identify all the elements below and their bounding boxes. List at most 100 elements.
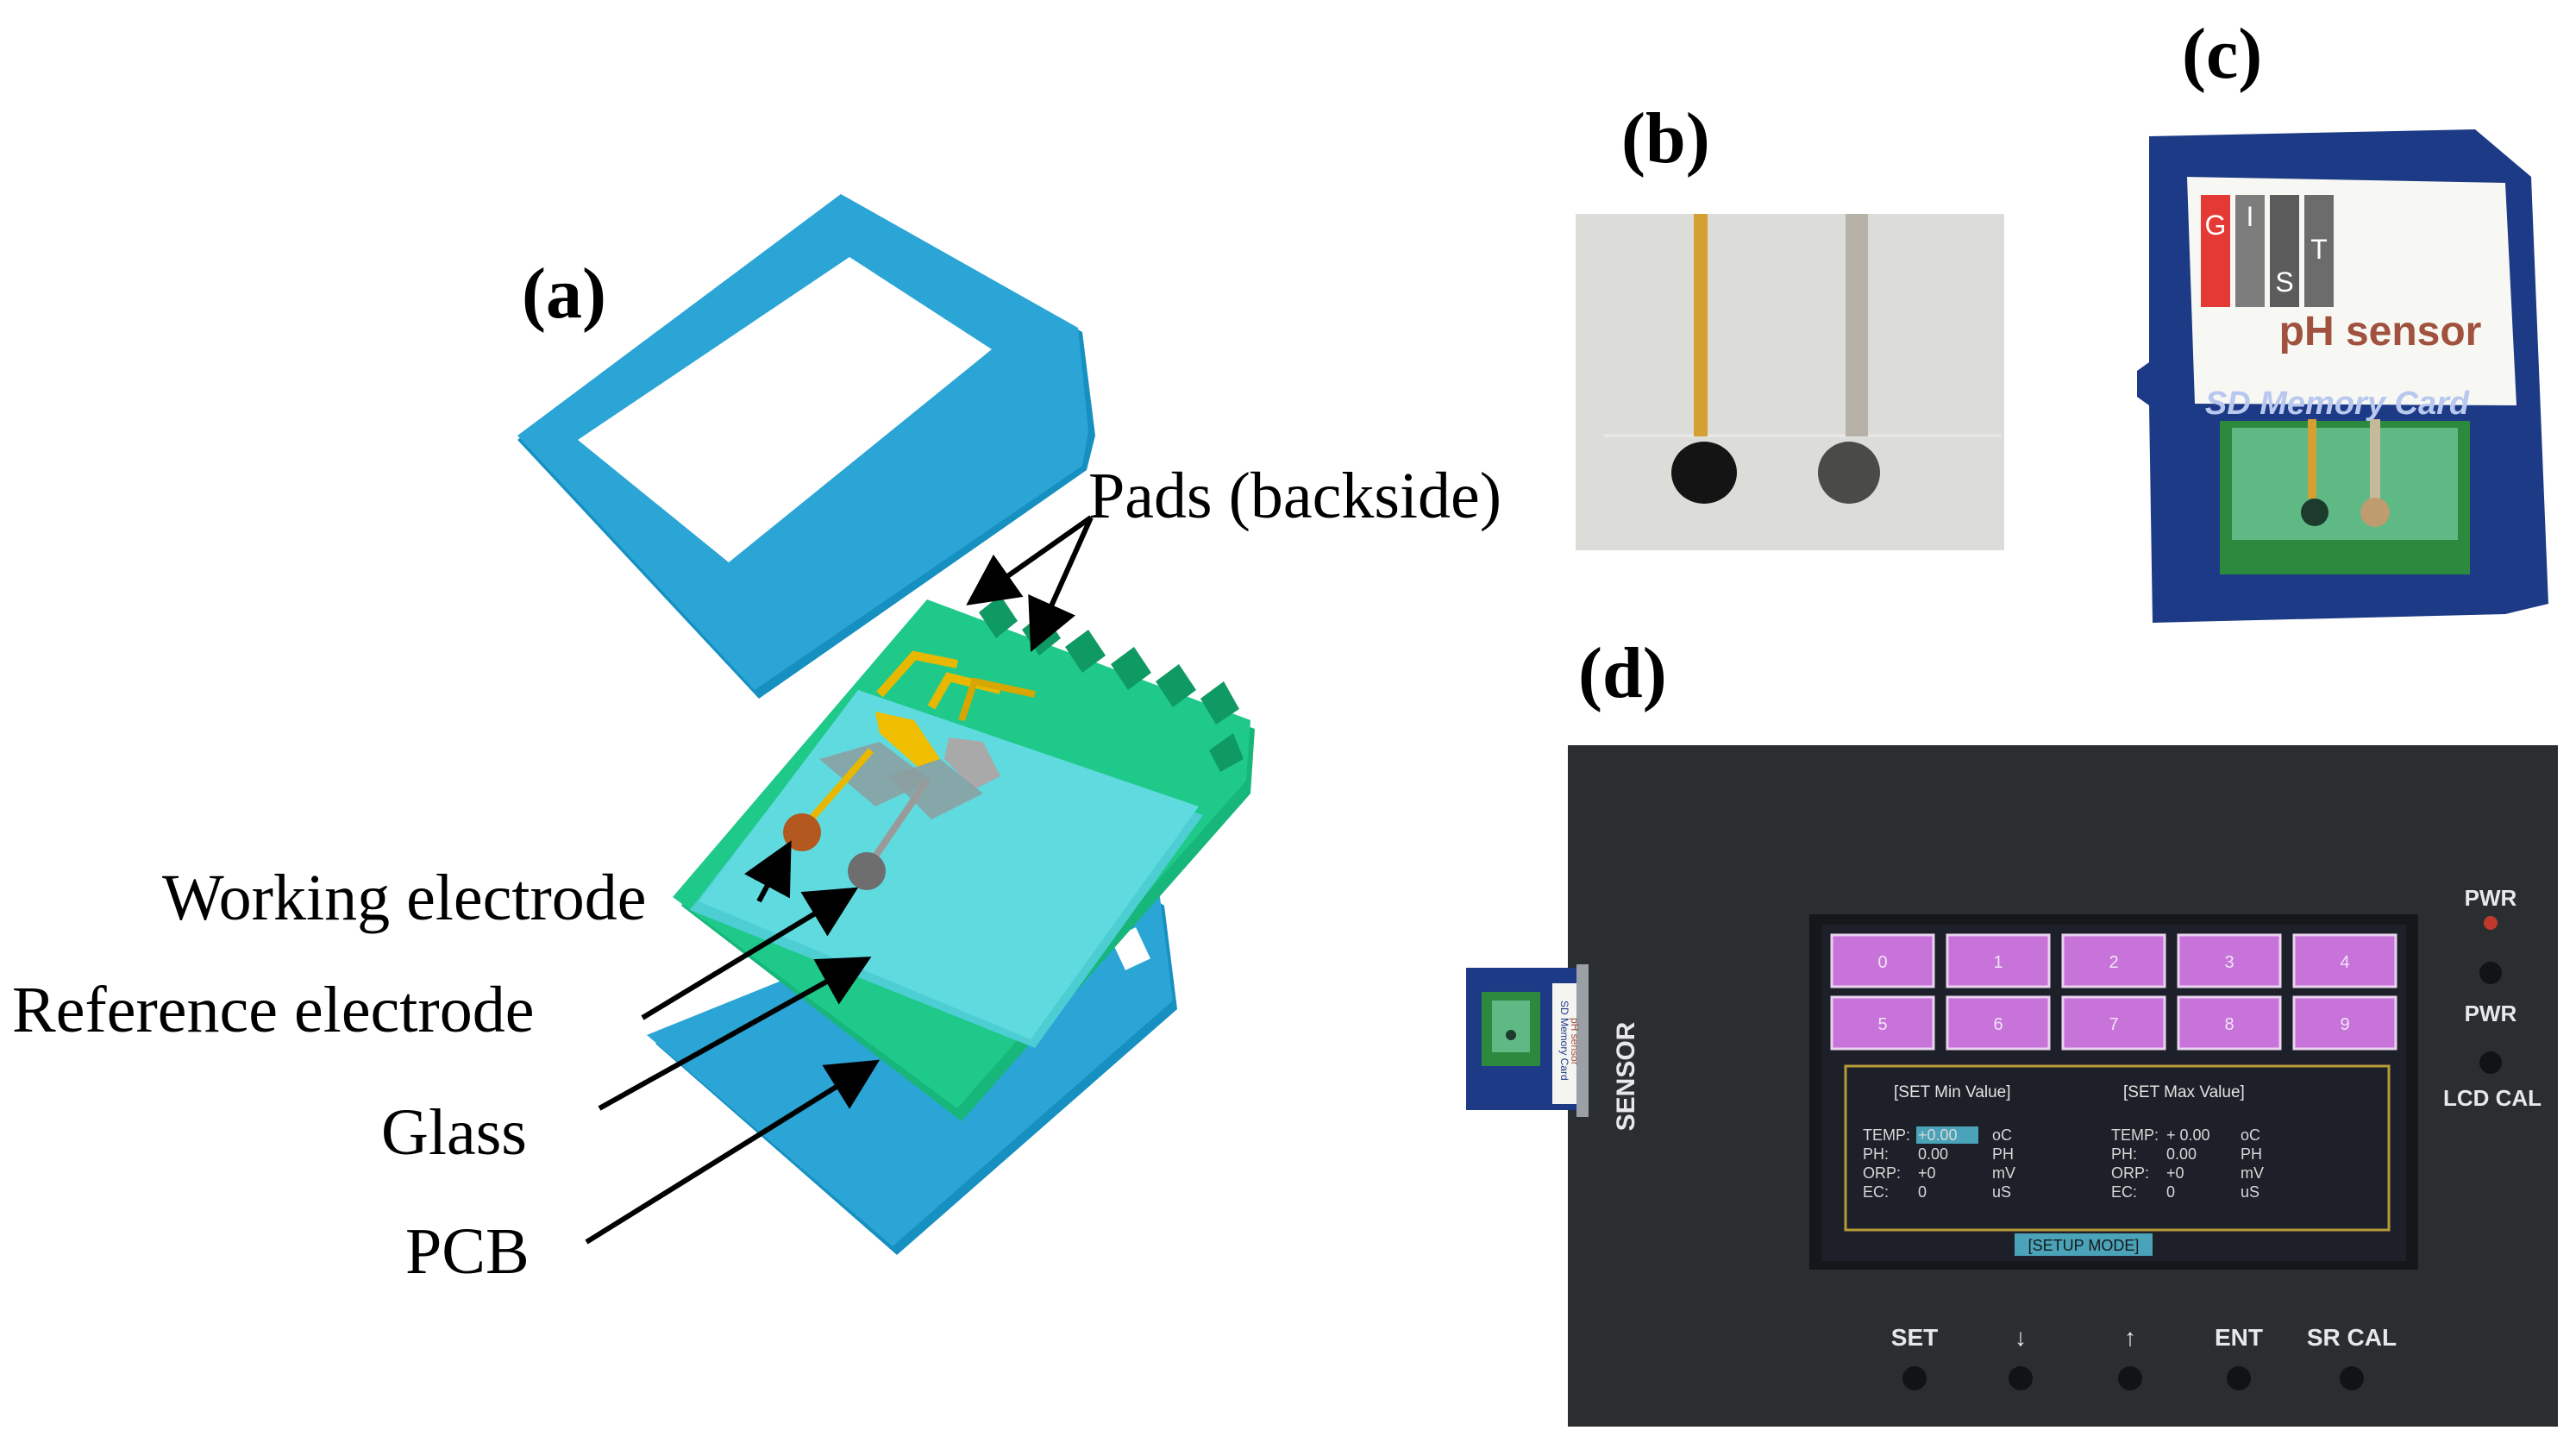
electrode-traces <box>783 650 1036 890</box>
lcd-key-label: 7 <box>2109 1015 2118 1034</box>
bottom-button[interactable] <box>2118 1366 2142 1390</box>
lcd-key-label: 3 <box>2224 953 2234 972</box>
setup-cell: + 0.00 <box>2166 1126 2210 1144</box>
sd-top-frame <box>517 194 1095 699</box>
bottom-button-label: ↑ <box>2124 1324 2136 1351</box>
pwr-label-1: PWR <box>2465 885 2517 911</box>
panel-label-c: (c) <box>2182 14 2263 94</box>
lcd-keypad: 0 1 2 3 4 5 6 7 8 9 <box>1830 933 2397 1051</box>
lcd-cal-button <box>2479 1051 2502 1074</box>
bottom-button-label: SET <box>1891 1324 1938 1351</box>
lcd-key[interactable] <box>2292 933 2397 988</box>
setup-cell: uS <box>1992 1183 2011 1201</box>
bottom-button-label: ENT <box>2215 1324 2263 1351</box>
setup-cell: 0 <box>1918 1183 1927 1201</box>
mini-card-title: pH sensor <box>1569 1018 1581 1065</box>
panel-label-d: (d) <box>1578 633 1667 713</box>
bottom-button[interactable] <box>2340 1366 2364 1390</box>
lcd-key-label: 1 <box>1993 953 2003 972</box>
setup-cell: EC: <box>1863 1183 1889 1201</box>
callout-working-electrode: Working electrode <box>162 862 647 934</box>
setup-cell: 0.00 <box>2166 1145 2197 1163</box>
callout-reference-electrode: Reference electrode <box>12 974 535 1046</box>
working-electrode-photo <box>1671 442 1737 504</box>
panel-label-a: (a) <box>522 254 606 334</box>
pwr-button <box>2479 962 2502 984</box>
lcd-key[interactable] <box>1946 995 2051 1051</box>
gist-letter-g: G <box>2205 210 2227 241</box>
side-buttons[interactable]: PWR PWR LCD CAL <box>2443 885 2542 1111</box>
lcd-key[interactable] <box>2292 995 2397 1051</box>
setup-cell: PH: <box>1863 1145 1889 1163</box>
callout-pads: Pads (backside) <box>1088 460 1502 532</box>
setup-cell: oC <box>2241 1126 2260 1144</box>
setup-cursor-highlight <box>1916 1126 1978 1144</box>
callout-glass: Glass <box>381 1096 527 1169</box>
setup-cell: 0.00 <box>1918 1145 1948 1163</box>
card-title: pH sensor <box>2279 309 2482 354</box>
setup-mode-label: [SETUP MODE] <box>2028 1237 2140 1254</box>
setup-cell: EC: <box>2111 1183 2137 1201</box>
bottom-buttons[interactable]: SET ↓ ↑ ENT SR CAL <box>1891 1324 2397 1390</box>
lcd-key[interactable] <box>1830 995 1935 1051</box>
max-header: [SET Max Value] <box>2123 1083 2245 1101</box>
setup-cell: mV <box>1992 1164 2015 1182</box>
mini-card-brand: SD Memory Card <box>1558 1001 1570 1081</box>
bottom-button[interactable] <box>2009 1366 2033 1390</box>
reference-electrode-photo <box>1818 442 1880 504</box>
callout-pcb: PCB <box>405 1215 530 1288</box>
lcd-key[interactable] <box>2061 933 2166 988</box>
card-brand: SD Memory Card <box>2205 386 2470 422</box>
sensor-label: SENSOR <box>1612 1021 1640 1131</box>
panel-c-photo: G I S T pH sensor SD Memory Card <box>2137 129 2548 623</box>
callout-arrows <box>585 515 1094 1245</box>
pwr-led <box>2484 916 2498 930</box>
bottom-button-label: SR CAL <box>2307 1324 2397 1351</box>
gist-letter-s: S <box>2275 267 2293 298</box>
setup-cell: TEMP: <box>1863 1126 1910 1144</box>
setup-cell: PH <box>2241 1145 2262 1163</box>
bottom-button[interactable] <box>1902 1366 1927 1390</box>
lcd-key-label: 9 <box>2340 1015 2349 1034</box>
working-electrode-dot <box>783 813 821 851</box>
min-header: [SET Min Value] <box>1894 1083 2011 1101</box>
panel-a-illustration <box>517 194 1255 1255</box>
setup-cell: PH: <box>2111 1145 2137 1163</box>
setup-cell: oC <box>1992 1126 2012 1144</box>
bottom-button[interactable] <box>2227 1366 2251 1390</box>
panel-b-photo <box>1576 214 2004 550</box>
bottom-button-label: ↓ <box>2015 1324 2027 1351</box>
inserted-mini-card: SD Memory Card pH sensor <box>1466 964 1589 1117</box>
lcd-key[interactable] <box>2177 933 2282 988</box>
reference-electrode-dot <box>848 852 886 890</box>
setup-rows: TEMP: +0.00 oC PH: 0.00 PH ORP: +0 mV EC: 0 uS TEMP:… <box>1863 1126 2264 1201</box>
lcd-key[interactable] <box>2061 995 2166 1051</box>
setup-cell: +0 <box>1918 1164 1936 1182</box>
setup-cell: ORP: <box>1863 1164 1901 1182</box>
gist-letter-t: T <box>2310 234 2328 265</box>
setup-cell: +0.00 <box>1918 1126 1958 1144</box>
lcd-key-label: 6 <box>1993 1015 2003 1034</box>
panel-d-device: SD Memory Card pH sensor SENSOR 0 1 2 3 4 5 6 7… <box>1466 745 2558 1427</box>
setup-cell: uS <box>2241 1183 2259 1201</box>
setup-cell: +0 <box>2166 1164 2184 1182</box>
lcd-key[interactable] <box>1830 933 1935 988</box>
lcd-key[interactable] <box>1946 933 2051 988</box>
panel-label-b: (b) <box>1621 98 1710 179</box>
gist-letter-i: I <box>2247 201 2254 232</box>
lcd-key[interactable] <box>2177 995 2282 1051</box>
lcd-cal-label: LCD CAL <box>2443 1085 2542 1111</box>
pwr-label-2: PWR <box>2465 1001 2517 1026</box>
setup-cell: 0 <box>2166 1183 2175 1201</box>
lcd-key-label: 0 <box>1877 953 1887 972</box>
lcd-key-label: 8 <box>2224 1015 2234 1034</box>
setup-cell: ORP: <box>2111 1164 2149 1182</box>
lcd-key-label: 2 <box>2109 953 2118 972</box>
lcd-key-label: 5 <box>1877 1015 1887 1034</box>
setup-cell: TEMP: <box>2111 1126 2159 1144</box>
setup-cell: PH <box>1992 1145 2014 1163</box>
lcd-setup-panel: [SET Min Value] [SET Max Value] TEMP: +0.… <box>1844 1064 2391 1256</box>
setup-cell: mV <box>2241 1164 2264 1182</box>
lcd-key-label: 4 <box>2340 953 2349 972</box>
